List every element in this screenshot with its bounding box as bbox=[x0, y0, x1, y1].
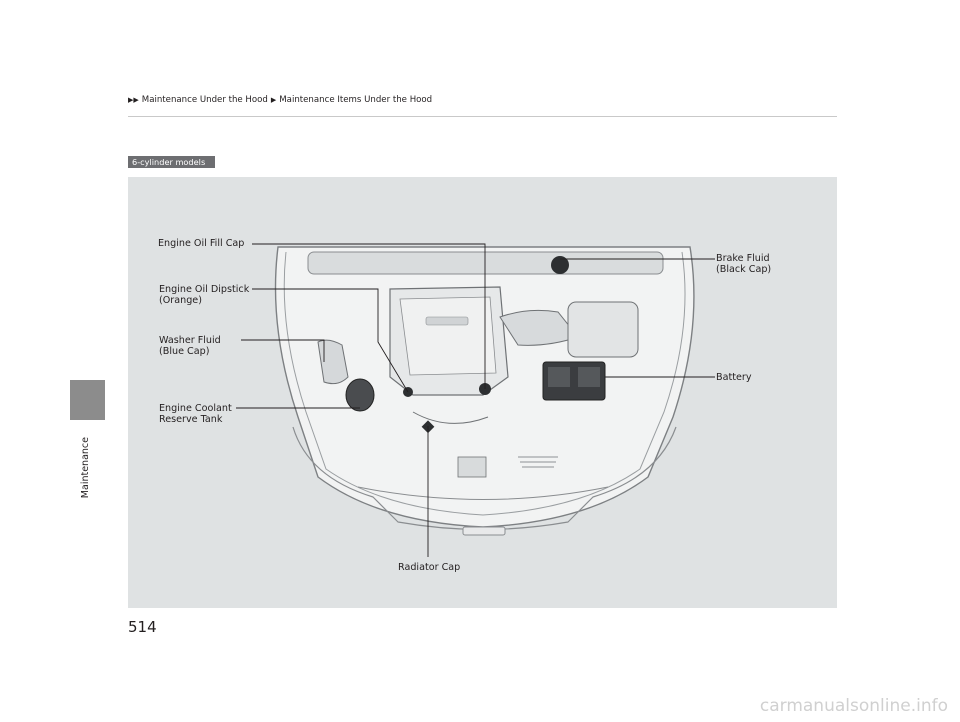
section-tab bbox=[70, 380, 105, 420]
page-number: 514 bbox=[128, 618, 157, 636]
callout-label-line1: Brake Fluid bbox=[716, 253, 770, 264]
callout-engine-coolant: Engine Coolant Reserve Tank bbox=[159, 403, 232, 425]
callout-label: Battery bbox=[716, 372, 752, 383]
callout-battery: Battery bbox=[716, 372, 752, 383]
watermark: carmanualsonline.info bbox=[759, 696, 948, 716]
leader-engine-oil-fill-cap bbox=[252, 243, 486, 389]
callout-radiator-cap: Radiator Cap bbox=[398, 562, 460, 573]
callout-label-line1: Engine Coolant bbox=[159, 403, 232, 414]
callout-label-line2: (Orange) bbox=[159, 295, 202, 306]
breadcrumb-item-maintenance-under-hood[interactable]: Maintenance Under the Hood bbox=[141, 95, 268, 105]
breadcrumb: ▶▶ Maintenance Under the Hood ▶ Maintena… bbox=[128, 95, 432, 105]
callout-washer-fluid: Washer Fluid (Blue Cap) bbox=[159, 335, 221, 357]
callout-engine-oil-fill-cap: Engine Oil Fill Cap bbox=[158, 238, 244, 249]
callout-label: Radiator Cap bbox=[398, 562, 461, 573]
callout-engine-oil-dipstick: Engine Oil Dipstick (Orange) bbox=[159, 284, 249, 306]
callout-brake-fluid: Brake Fluid (Black Cap) bbox=[716, 253, 771, 275]
breadcrumb-arrow-icon: ▶ bbox=[270, 96, 277, 104]
engine-bay-figure bbox=[128, 177, 837, 608]
section-label: Maintenance bbox=[80, 437, 91, 499]
callout-label-line2: (Blue Cap) bbox=[159, 346, 210, 357]
callout-label: Engine Oil Fill Cap bbox=[158, 238, 245, 249]
model-badge: 6-cylinder models bbox=[128, 156, 216, 168]
breadcrumb-item-maintenance-items[interactable]: Maintenance Items Under the Hood bbox=[279, 95, 433, 105]
callout-label-line2: Reserve Tank bbox=[159, 414, 223, 425]
header-divider bbox=[128, 116, 837, 117]
callout-label-line1: Washer Fluid bbox=[159, 335, 221, 346]
leader-washer-fluid bbox=[241, 339, 325, 362]
engine-bay-illustration bbox=[236, 243, 715, 557]
leader-engine-oil-dipstick bbox=[252, 288, 409, 393]
callout-label-line2: (Black Cap) bbox=[716, 264, 772, 275]
breadcrumb-arrow-icon: ▶▶ bbox=[128, 96, 139, 104]
callout-label-line1: Engine Oil Dipstick bbox=[159, 284, 250, 295]
